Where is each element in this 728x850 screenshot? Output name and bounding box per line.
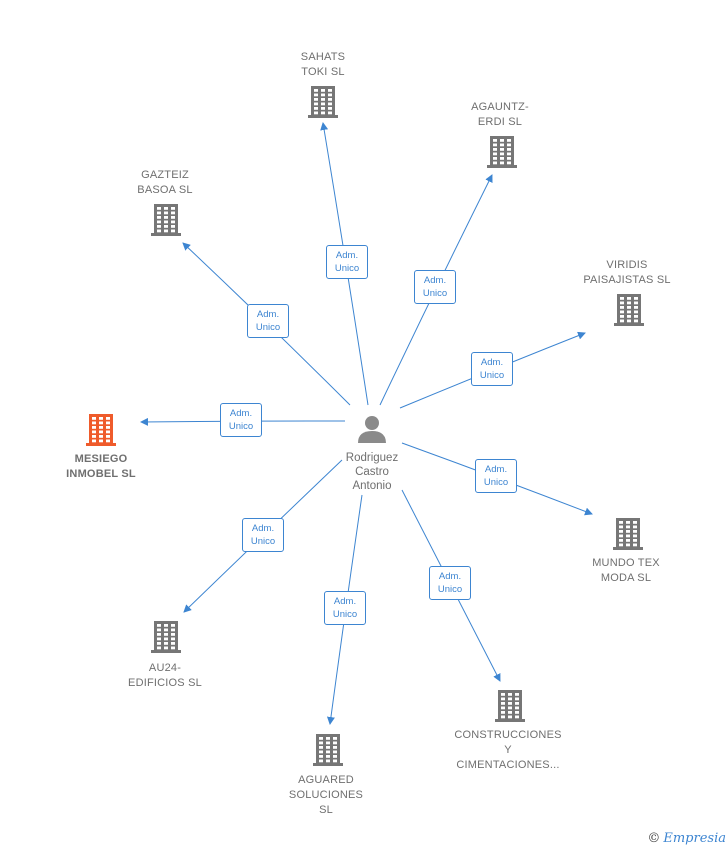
company-label-mesiego[interactable]: MESIEGO INMOBEL SL xyxy=(66,453,136,480)
company-label-gazteiz[interactable]: GAZTEIZ BASOA SL xyxy=(137,169,193,196)
building-icon[interactable] xyxy=(614,294,644,326)
person-name-label[interactable]: Rodriguez Castro Antonio xyxy=(345,452,399,492)
company-label-construcciones[interactable]: CONSTRUCCIONES Y CIMENTACIONES... xyxy=(454,729,562,771)
building-icon[interactable] xyxy=(151,204,181,236)
role-badge: Adm. Unico xyxy=(324,591,366,625)
building-icon[interactable] xyxy=(495,690,525,722)
role-badge: Adm. Unico xyxy=(220,403,262,437)
building-icon[interactable] xyxy=(151,621,181,653)
company-label-viridis[interactable]: VIRIDIS PAISAJISTAS SL xyxy=(583,259,671,286)
role-badge: Adm. Unico xyxy=(326,245,368,279)
role-badge: Adm. Unico xyxy=(475,459,517,493)
company-label-sahats[interactable]: SAHATS TOKI SL xyxy=(300,51,346,78)
role-badge: Adm. Unico xyxy=(242,518,284,552)
building-icon[interactable] xyxy=(308,86,338,118)
role-badge: Adm. Unico xyxy=(414,270,456,304)
company-label-mundotex[interactable]: MUNDO TEX MODA SL xyxy=(592,557,660,584)
person-icon[interactable] xyxy=(358,416,386,443)
building-icon[interactable] xyxy=(487,136,517,168)
company-label-aguared[interactable]: AGUARED SOLUCIONES SL xyxy=(288,774,364,816)
footer-brand[interactable]: ©Empresia xyxy=(647,831,726,846)
building-icon[interactable] xyxy=(313,734,343,766)
brand-name: Empresia xyxy=(663,831,726,846)
building-icon[interactable] xyxy=(86,414,116,446)
role-badge: Adm. Unico xyxy=(247,304,289,338)
building-icon[interactable] xyxy=(613,518,643,550)
company-label-agauntz[interactable]: AGAUNTZ- ERDI SL xyxy=(471,101,529,128)
role-badge: Adm. Unico xyxy=(429,566,471,600)
company-label-au24[interactable]: AU24- EDIFICIOS SL xyxy=(128,662,202,689)
role-badge: Adm. Unico xyxy=(471,352,513,386)
copyright-symbol: © xyxy=(647,831,661,846)
